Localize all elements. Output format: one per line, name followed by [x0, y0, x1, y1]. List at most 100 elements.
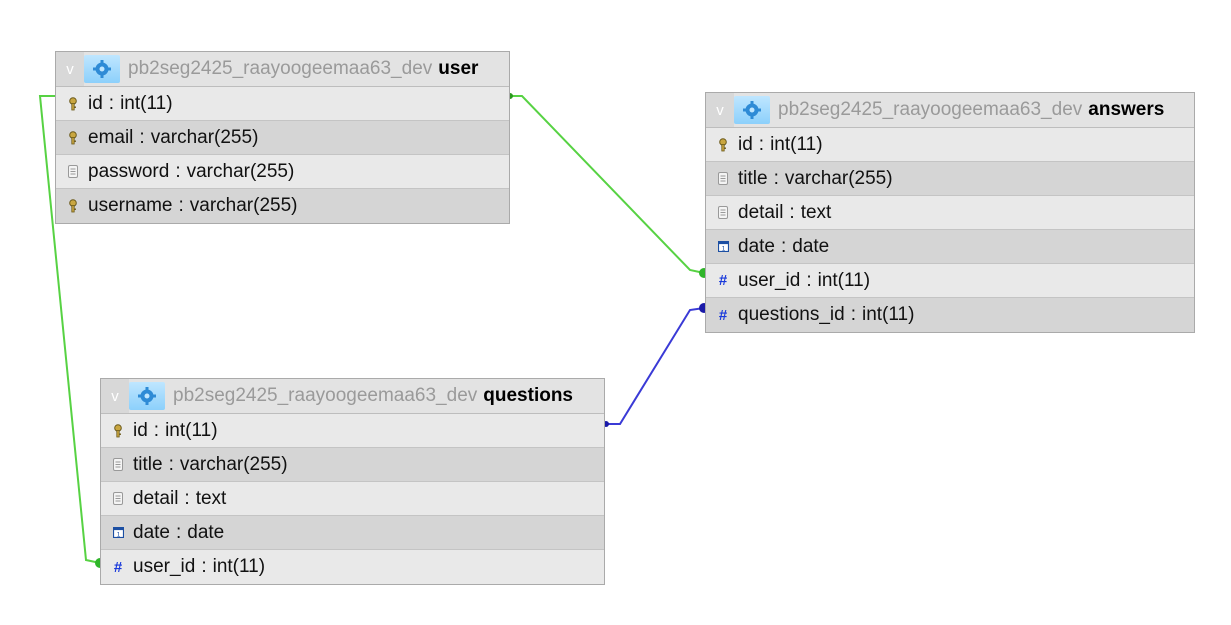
column-name: id — [738, 133, 753, 155]
database-name: pb2seg2425_raayoogeemaa63_dev — [173, 385, 478, 406]
column-type: text — [195, 487, 227, 509]
column-row[interactable]: detail:text — [101, 482, 604, 516]
column-row[interactable]: detail:text — [706, 196, 1194, 230]
column-row[interactable]: title:varchar(255) — [706, 162, 1194, 196]
column-name: id — [133, 419, 148, 441]
column-name: date — [133, 521, 170, 543]
column-name: email — [88, 126, 134, 148]
column-separator: : — [153, 419, 160, 441]
gear-icon[interactable] — [129, 382, 165, 410]
calendar-icon: 1 — [111, 525, 125, 541]
column-separator: : — [139, 126, 145, 148]
column-separator: : — [178, 195, 184, 216]
column-row[interactable]: # questions_id:int(11) — [706, 298, 1194, 332]
database-name: pb2seg2425_raayoogeemaa63_dev — [778, 99, 1083, 120]
text-icon — [66, 164, 80, 180]
column-row[interactable]: 1 date:date — [706, 230, 1194, 264]
key-icon — [66, 130, 80, 146]
column-type: varchar(255) — [150, 126, 259, 148]
column-name: user_id — [133, 556, 196, 577]
key-icon — [111, 423, 125, 439]
column-row[interactable]: username:varchar(255) — [56, 189, 509, 223]
column-separator: : — [789, 201, 795, 223]
table-name: answers — [1088, 99, 1165, 120]
table-header[interactable]: v pb2seg2425_raayoogeemaa63_dev user — [56, 52, 509, 87]
column-name: detail — [133, 487, 179, 509]
column-separator: : — [780, 235, 787, 257]
column-type: varchar(255) — [186, 160, 295, 182]
column-name: user_id — [738, 269, 801, 291]
table-name: user — [438, 58, 479, 79]
column-row[interactable]: id:int(11) — [56, 87, 509, 121]
column-type: text — [800, 201, 832, 223]
column-type: int(11) — [212, 556, 266, 577]
table-name: questions — [483, 385, 573, 406]
number-icon: # — [113, 558, 123, 576]
column-row[interactable]: title:varchar(255) — [101, 448, 604, 482]
column-type: date — [187, 521, 225, 543]
collapse-toggle[interactable]: v — [56, 52, 84, 86]
column-separator: : — [201, 556, 207, 577]
table-answers[interactable]: v pb2seg2425_raayoogeemaa63_dev answers … — [705, 92, 1195, 333]
column-type: int(11) — [817, 269, 871, 291]
column-separator: : — [850, 304, 856, 325]
table-header[interactable]: v pb2seg2425_raayoogeemaa63_dev question… — [101, 379, 604, 414]
text-icon — [111, 491, 125, 507]
column-type: int(11) — [120, 92, 173, 114]
column-row[interactable]: 1 date:date — [101, 516, 604, 550]
key-icon — [66, 198, 80, 214]
collapse-toggle[interactable]: v — [706, 93, 734, 127]
collapse-toggle[interactable]: v — [101, 379, 129, 413]
column-row[interactable]: password:varchar(255) — [56, 155, 509, 189]
column-name: date — [738, 235, 775, 257]
column-row[interactable]: id:int(11) — [101, 414, 604, 448]
text-icon — [111, 457, 125, 473]
number-icon: # — [718, 272, 728, 289]
column-type: date — [792, 235, 830, 257]
column-separator: : — [806, 269, 812, 291]
table-header[interactable]: v pb2seg2425_raayoogeemaa63_dev answers — [706, 93, 1194, 128]
column-type: int(11) — [770, 133, 823, 155]
gear-icon[interactable] — [84, 55, 120, 83]
column-name: id — [88, 92, 103, 114]
key-icon — [66, 96, 80, 112]
column-row[interactable]: email:varchar(255) — [56, 121, 509, 155]
column-separator: : — [168, 453, 174, 475]
column-separator: : — [175, 160, 181, 182]
calendar-icon: 1 — [716, 239, 730, 255]
table-questions[interactable]: v pb2seg2425_raayoogeemaa63_dev question… — [100, 378, 605, 585]
column-separator: : — [175, 521, 182, 543]
column-type: int(11) — [861, 304, 915, 325]
gear-icon[interactable] — [734, 96, 770, 124]
column-name: detail — [738, 201, 784, 223]
relation-questions-answers — [606, 307, 705, 425]
column-row[interactable]: id:int(11) — [706, 128, 1194, 162]
column-type: int(11) — [165, 419, 218, 441]
database-name: pb2seg2425_raayoogeemaa63_dev — [128, 58, 433, 79]
column-name: title — [133, 453, 163, 475]
column-row[interactable]: # user_id:int(11) — [101, 550, 604, 584]
key-icon — [716, 137, 730, 153]
table-user[interactable]: v pb2seg2425_raayoogeemaa63_dev user id:… — [55, 51, 510, 224]
table-columns: id:int(11)email:varchar(255)password:var… — [56, 87, 509, 223]
column-separator: : — [773, 167, 779, 189]
column-separator: : — [184, 487, 190, 509]
number-icon: # — [718, 306, 728, 324]
column-type: varchar(255) — [179, 453, 288, 475]
svg-text:1: 1 — [116, 532, 120, 539]
text-icon — [716, 171, 730, 187]
column-name: username — [88, 195, 173, 216]
svg-text:1: 1 — [721, 246, 725, 253]
column-name: questions_id — [738, 304, 845, 325]
column-type: varchar(255) — [189, 195, 298, 216]
column-name: title — [738, 167, 768, 189]
column-separator: : — [108, 92, 115, 114]
column-name: password — [88, 160, 170, 182]
column-separator: : — [758, 133, 765, 155]
column-row[interactable]: # user_id:int(11) — [706, 264, 1194, 298]
relation-user-answers — [510, 95, 705, 274]
column-type: varchar(255) — [784, 167, 893, 189]
text-icon — [716, 205, 730, 221]
